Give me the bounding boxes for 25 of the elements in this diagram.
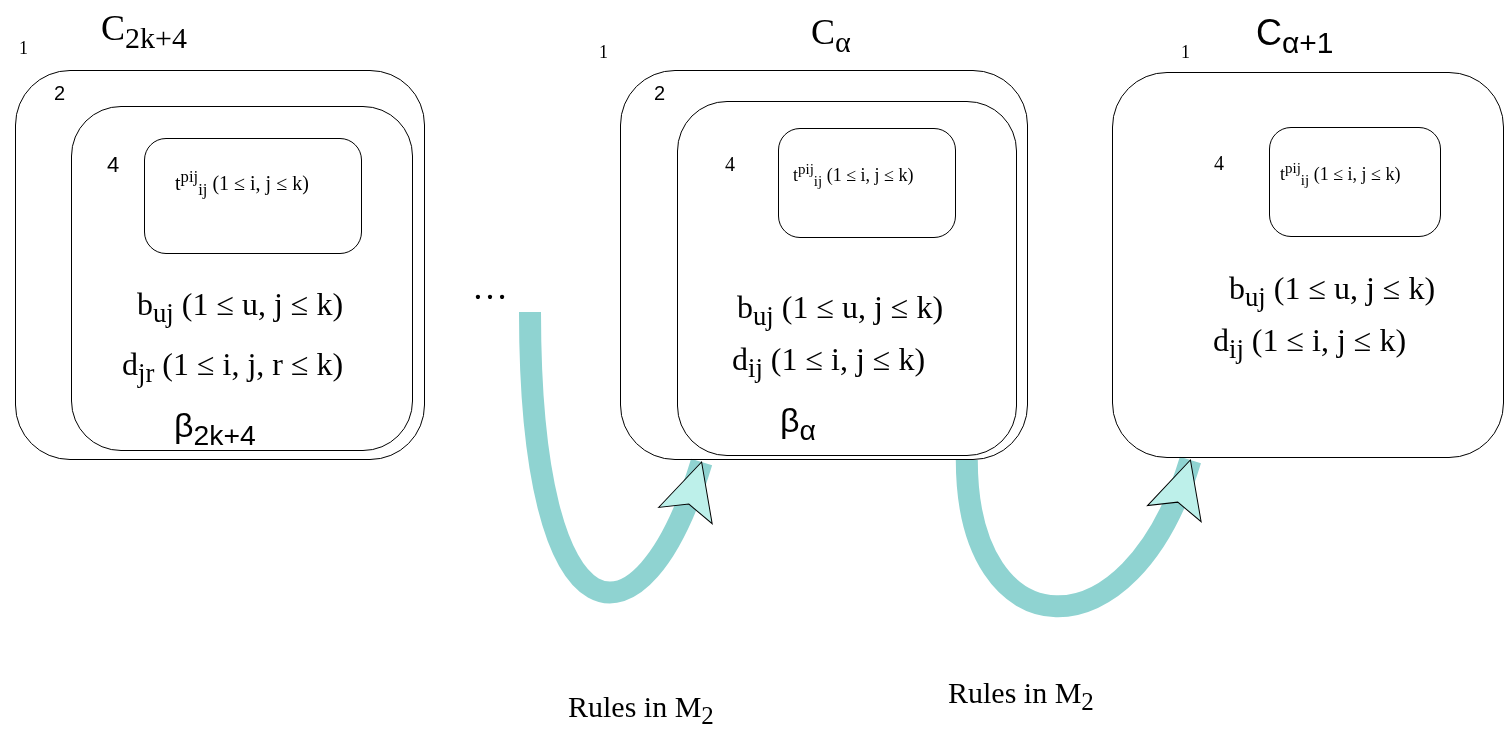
membrane-label: 1 [19, 39, 28, 59]
object-multiset: d$_{ij}$ (1 ≤ i, j ≤ k) [732, 342, 926, 384]
object-multiset: d$_{jr}$ (1 ≤ i, j, r ≤ k) [122, 347, 344, 389]
configuration-label: C$_{2k+4}$ [101, 9, 187, 55]
membrane-label: 4 [1214, 152, 1224, 174]
membrane-label: 4 [107, 153, 120, 178]
membrane-label: 2 [54, 82, 66, 104]
object-multiset: d$_{ij}$ (1 ≤ i, j ≤ k) [1213, 323, 1407, 365]
membrane-label: 2 [654, 82, 666, 104]
membrane-label: β$_{α}$ [780, 402, 816, 446]
object-multiset: t$^{pij}$$_{ij}$ (1 ≤ i, j ≤ k) [793, 161, 914, 190]
configuration-label: C$_{α+1}$ [1256, 13, 1334, 60]
membrane-label: 1 [1181, 43, 1190, 63]
object-multiset: b$_{uj}$ (1 ≤ u, j ≤ k) [1229, 271, 1436, 313]
membrane-label: 1 [599, 43, 608, 63]
object-multiset: b$_{uj}$ (1 ≤ u, j ≤ k) [137, 287, 344, 329]
curved-arrow [955, 456, 1201, 618]
configuration-label: C$_{α}$ [811, 13, 851, 59]
ellipsis-text: … [472, 268, 508, 308]
object-multiset: t$^{pij}$$_{ij}$ (1 ≤ i, j ≤ k) [175, 168, 309, 199]
object-multiset: b$_{uj}$ (1 ≤ u, j ≤ k) [737, 290, 944, 332]
curved-arrow [519, 311, 712, 604]
membrane-label: β$_{2k+4}$ [174, 407, 256, 451]
object-multiset: t$^{pij}$$_{ij}$ (1 ≤ i, j ≤ k) [1280, 160, 1401, 189]
membrane-label: 4 [725, 153, 735, 175]
